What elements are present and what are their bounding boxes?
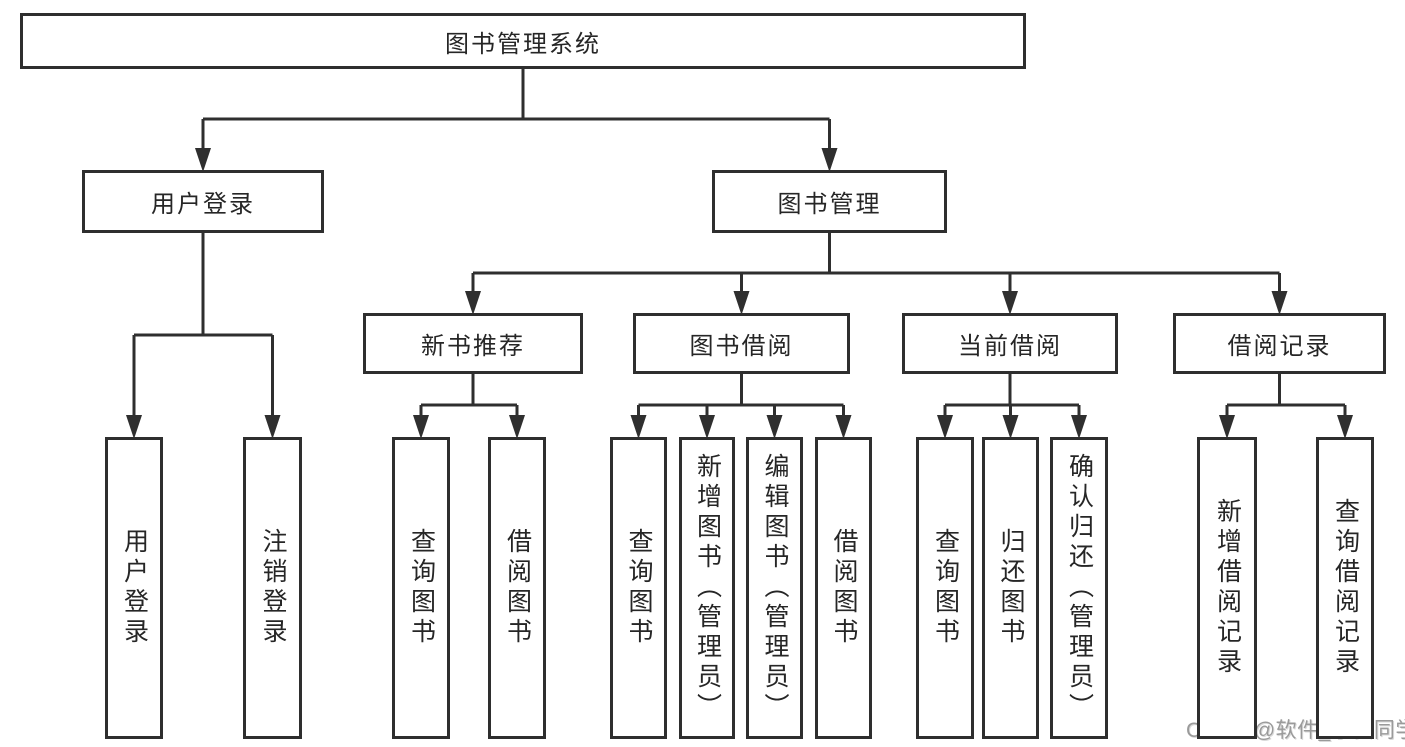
arrow-down-icon [766, 415, 783, 439]
node-new-book-rec: 新书推荐 [363, 313, 583, 374]
arrow-down-icon [1002, 291, 1018, 315]
arrow-down-icon [1071, 415, 1087, 439]
node-br-add-record: 新增借阅记录 [1197, 437, 1257, 739]
node-user-login: 用户登录 [82, 170, 324, 233]
node-label: 借阅记录 [1227, 333, 1332, 360]
arrow-down-icon [1002, 415, 1019, 439]
node-label: 确认归还（管理员） [1065, 453, 1094, 723]
arrow-down-icon [821, 148, 838, 172]
node-bb-borrow-book: 借阅图书 [815, 437, 872, 739]
arrow-down-icon [1337, 415, 1353, 439]
arrow-down-icon [699, 415, 715, 439]
node-bb-query-book: 查询图书 [610, 437, 667, 739]
node-label: 当前借阅 [958, 333, 1062, 360]
node-rec-borrow-book: 借阅图书 [488, 437, 546, 739]
node-label: 查询借阅记录 [1331, 498, 1360, 678]
node-label: 借阅图书 [830, 528, 858, 648]
node-rec-query-book: 查询图书 [392, 437, 450, 739]
node-label: 借阅图书 [503, 528, 532, 648]
node-label: 编辑图书（管理员） [761, 453, 789, 723]
node-login: 用户登录 [105, 437, 163, 739]
node-label: 新书推荐 [421, 333, 525, 360]
node-bb-edit-book: 编辑图书（管理员） [746, 437, 803, 739]
node-label: 新增图书（管理员） [693, 453, 722, 723]
node-cb-query-book: 查询图书 [916, 437, 974, 739]
node-cb-confirm-return: 确认归还（管理员） [1050, 437, 1108, 739]
node-label: 查询图书 [625, 528, 653, 648]
arrow-down-icon [1219, 415, 1235, 439]
arrow-down-icon [1271, 291, 1288, 315]
node-label: 图书管理 [777, 191, 882, 218]
node-label: 图书借阅 [689, 333, 794, 360]
node-current-borrow: 当前借阅 [902, 313, 1118, 374]
node-label: 图书管理系统 [445, 30, 601, 58]
node-label: 查询图书 [407, 528, 436, 648]
node-book-mgmt: 图书管理 [712, 170, 947, 233]
node-br-query-record: 查询借阅记录 [1316, 437, 1374, 739]
node-label: 用户登录 [120, 528, 149, 648]
node-label: 新增借阅记录 [1213, 498, 1242, 678]
node-label: 用户登录 [151, 191, 255, 218]
arrow-down-icon [264, 415, 281, 439]
node-label: 归还图书 [997, 528, 1025, 648]
arrow-down-icon [937, 415, 953, 439]
node-root: 图书管理系统 [20, 13, 1026, 69]
node-cb-return-book: 归还图书 [982, 437, 1039, 739]
arrow-down-icon [126, 415, 142, 439]
node-label: 查询图书 [931, 528, 960, 648]
arrow-down-icon [509, 415, 525, 439]
arrow-down-icon [413, 415, 429, 439]
arrow-down-icon [835, 415, 852, 439]
node-borrow-records: 借阅记录 [1173, 313, 1386, 374]
node-logout: 注销登录 [243, 437, 302, 739]
arrow-down-icon [733, 291, 750, 315]
node-book-borrow: 图书借阅 [633, 313, 850, 374]
arrow-down-icon [465, 291, 481, 315]
node-label: 注销登录 [259, 528, 287, 648]
arrow-down-icon [195, 148, 211, 172]
arrow-down-icon [630, 415, 647, 439]
node-bb-add-book: 新增图书（管理员） [679, 437, 735, 739]
